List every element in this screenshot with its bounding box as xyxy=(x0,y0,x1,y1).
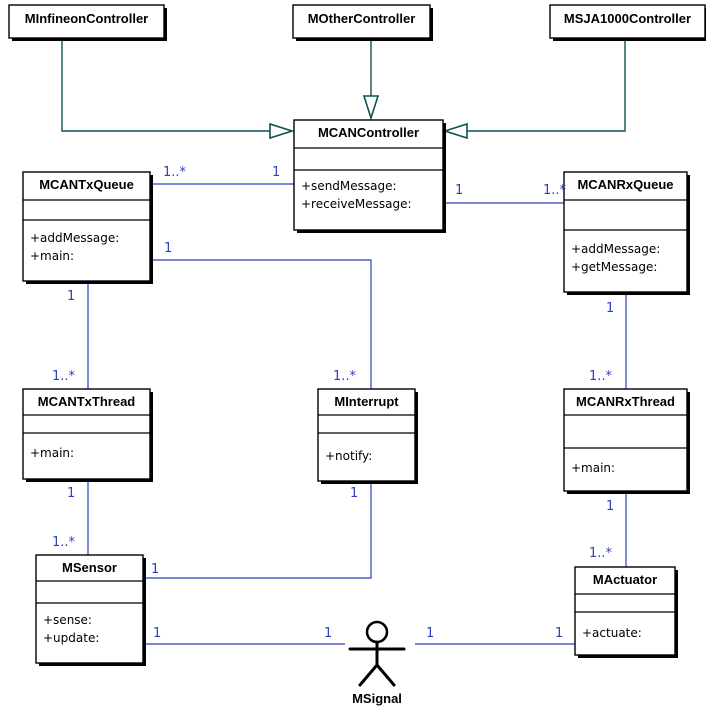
multiplicity-label: 1..* xyxy=(589,369,613,384)
class-box xyxy=(293,119,444,231)
multiplicity-label: 1 xyxy=(67,289,75,304)
operation: +update: xyxy=(43,631,99,645)
class-box xyxy=(35,554,144,664)
multiplicity-label: 1..* xyxy=(543,183,567,198)
class-box xyxy=(563,388,688,492)
multiplicity-label: 1 xyxy=(67,486,75,501)
operation: +actuate: xyxy=(582,626,642,640)
actor-name: MSignal xyxy=(352,691,402,706)
multiplicity-label: 1 xyxy=(350,486,358,501)
class-m-interrupt[interactable]: MInterrupt +notify: xyxy=(317,388,418,484)
association-line xyxy=(146,484,372,579)
actor-right-leg-icon xyxy=(375,663,396,687)
generalization-arrowhead xyxy=(269,122,295,140)
class-name: MCANRxThread xyxy=(576,394,675,409)
class-box xyxy=(549,4,706,39)
generalization-arrowhead xyxy=(362,95,380,121)
class-name: MCANRxQueue xyxy=(577,177,673,192)
multiplicity-label: 1 xyxy=(272,165,280,180)
class-mcan-tx-queue[interactable]: MCANTxQueue +addMessage: +main: xyxy=(22,171,153,284)
generalization-line xyxy=(467,38,626,132)
association-line xyxy=(153,259,372,389)
class-name: MSJA1000Controller xyxy=(564,11,691,26)
class-name: MActuator xyxy=(593,572,657,587)
class-box xyxy=(563,171,688,293)
class-msja1000-controller[interactable]: MSJA1000Controller xyxy=(549,4,706,41)
class-mcan-controller[interactable]: MCANController +sendMessage: +receiveMessa… xyxy=(293,119,446,233)
generalization-line xyxy=(61,38,270,132)
generalization-m-other-controller xyxy=(362,38,380,121)
class-box xyxy=(22,388,151,480)
class-name: MCANController xyxy=(318,125,419,140)
multiplicity-label: 1 xyxy=(555,626,563,641)
multiplicity-label: 1..* xyxy=(52,535,76,550)
class-mcan-rx-queue[interactable]: MCANRxQueue +addMessage: +getMessage: xyxy=(563,171,690,295)
operation: +getMessage: xyxy=(571,260,657,274)
operation: +addMessage: xyxy=(30,231,119,245)
multiplicity-label: 1 xyxy=(606,499,614,514)
multiplicity-label: 1 xyxy=(426,626,434,641)
multiplicity-label: 1..* xyxy=(589,546,613,561)
multiplicity-label: 1 xyxy=(324,626,332,641)
operation: +sense: xyxy=(43,613,92,627)
multiplicity-label: 1 xyxy=(151,562,159,577)
class-mcan-rx-thread[interactable]: MCANRxThread +main: xyxy=(563,388,690,494)
relationships xyxy=(61,38,627,645)
generalization-msja1000-controller xyxy=(442,38,626,140)
association-mcan-tx-queue-to-m-interrupt xyxy=(153,259,372,389)
actor-left-leg-icon xyxy=(358,663,379,687)
operation: +addMessage: xyxy=(571,242,660,256)
operation: +main: xyxy=(30,446,74,460)
generalization-arrowhead xyxy=(442,122,468,140)
class-box xyxy=(292,4,431,39)
class-name: MSensor xyxy=(62,560,117,575)
operation: +notify: xyxy=(325,449,372,463)
class-m-actuator[interactable]: MActuator +actuate: xyxy=(574,566,678,658)
actor-m-signal[interactable]: MSignal xyxy=(348,620,406,706)
class-name: MOtherController xyxy=(308,11,416,26)
class-m-infineon-controller[interactable]: MInfineonController xyxy=(8,4,167,41)
class-name: MCANTxThread xyxy=(38,394,136,409)
class-box xyxy=(22,171,151,282)
operation: +receiveMessage: xyxy=(301,197,412,211)
multiplicity-labels: 1..* 1 1 1..* 1 1..* 1 1..* 1 1..* 1 1..* 1 1 1 1..* 1 1 1… xyxy=(52,165,614,641)
class-m-sensor[interactable]: MSensor +sense: +update: xyxy=(35,554,146,666)
class-name: MCANTxQueue xyxy=(39,177,134,192)
association-m-interrupt-to-m-sensor xyxy=(146,484,372,579)
class-box xyxy=(317,388,416,482)
operation: +sendMessage: xyxy=(301,179,397,193)
multiplicity-label: 1 xyxy=(153,626,161,641)
operation: +main: xyxy=(571,461,615,475)
class-m-other-controller[interactable]: MOtherController xyxy=(292,4,433,41)
actor-head-icon xyxy=(365,620,389,644)
multiplicity-label: 1 xyxy=(606,301,614,316)
class-name: MInfineonController xyxy=(25,11,149,26)
classes: MInfineonController MOtherController MSJA1… xyxy=(8,4,706,666)
multiplicity-label: 1..* xyxy=(52,369,76,384)
actors: MSignal xyxy=(348,620,406,706)
multiplicity-label: 1 xyxy=(455,183,463,198)
generalization-m-infineon-controller xyxy=(61,38,295,140)
class-name: MInterrupt xyxy=(334,394,399,409)
class-box xyxy=(8,4,165,39)
multiplicity-label: 1..* xyxy=(163,165,187,180)
class-mcan-tx-thread[interactable]: MCANTxThread +main: xyxy=(22,388,153,482)
operation: +main: xyxy=(30,249,74,263)
multiplicity-label: 1 xyxy=(164,241,172,256)
class-box xyxy=(574,566,676,656)
multiplicity-label: 1..* xyxy=(333,369,357,384)
